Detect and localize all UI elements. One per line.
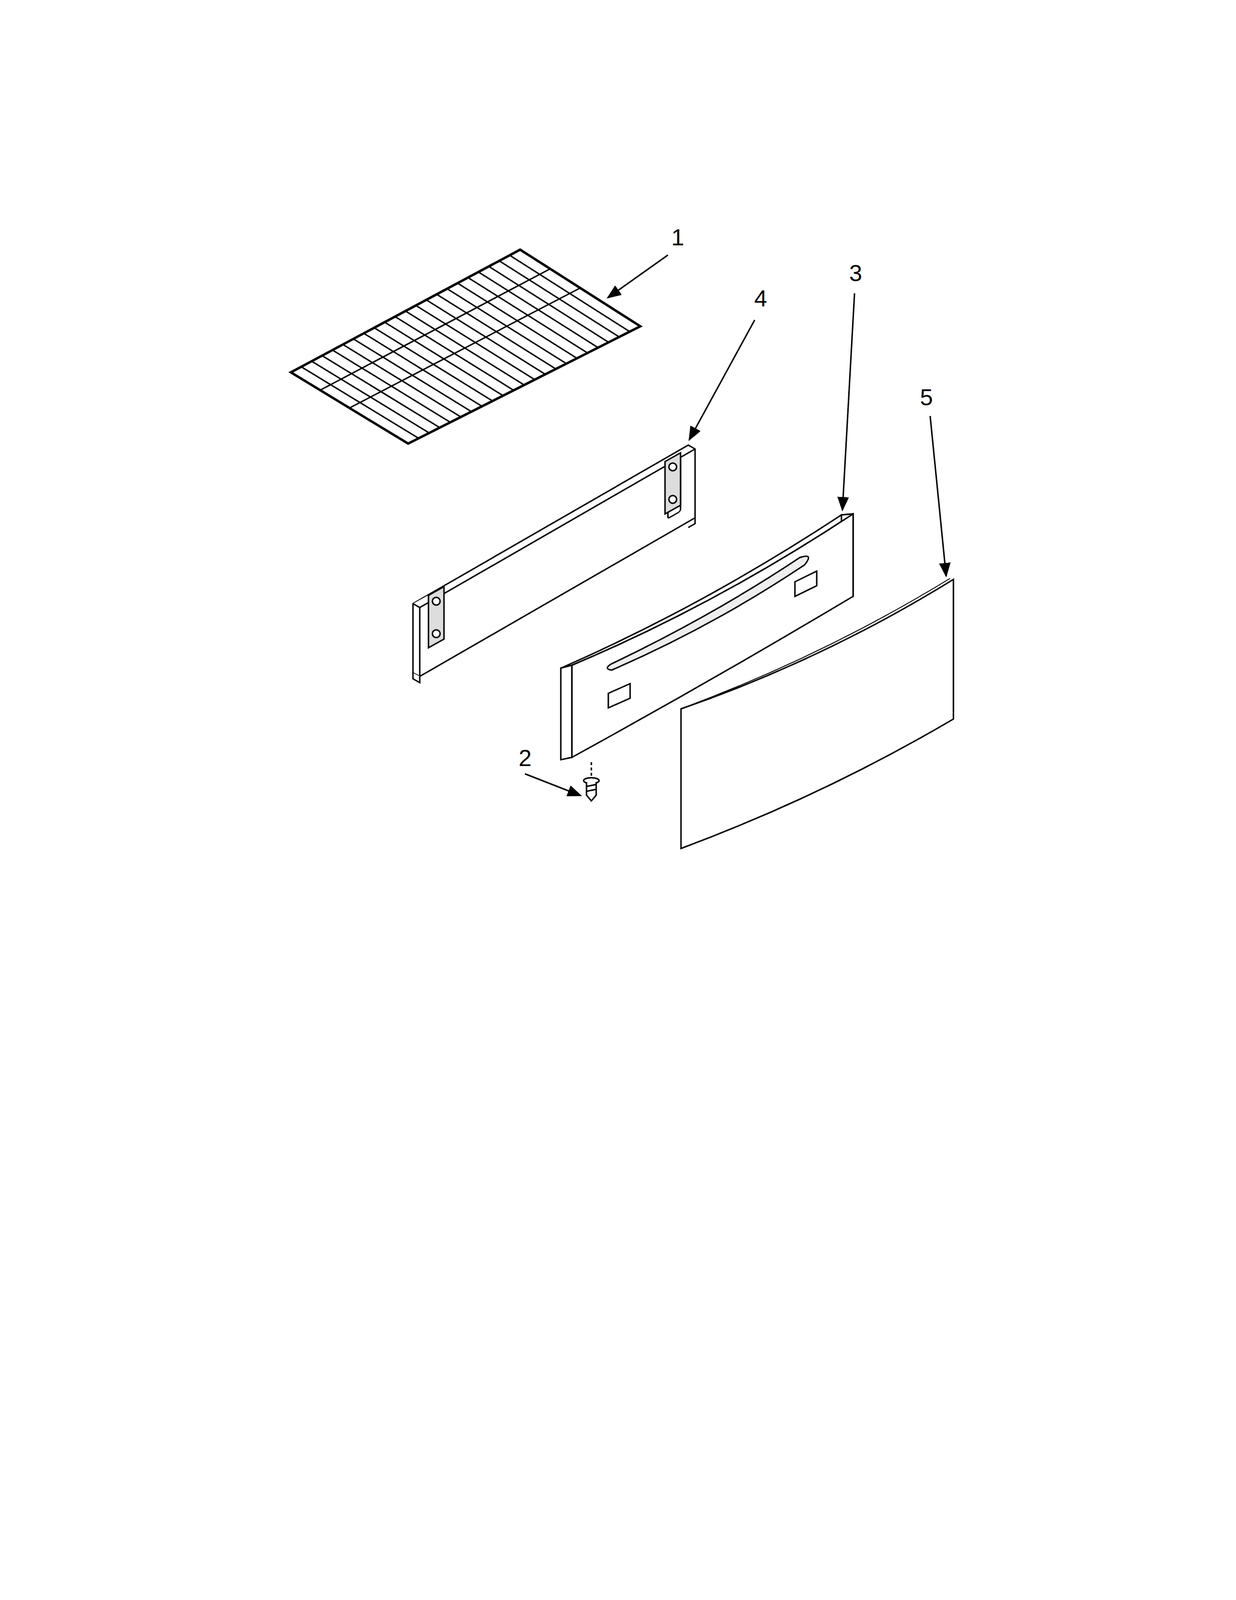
callout-number: 5 [919,385,934,410]
callout-number: 3 [849,261,863,286]
rack-frame [290,249,641,444]
callout-number: 1 [671,225,685,250]
glass-panel [681,578,954,849]
rack-wire [349,287,581,409]
callout-number: 4 [754,286,768,311]
screw [583,761,600,801]
leader-lines [524,254,947,796]
oven-rack [290,249,641,444]
rack-wire [320,269,551,391]
callout-number: 2 [518,746,532,770]
